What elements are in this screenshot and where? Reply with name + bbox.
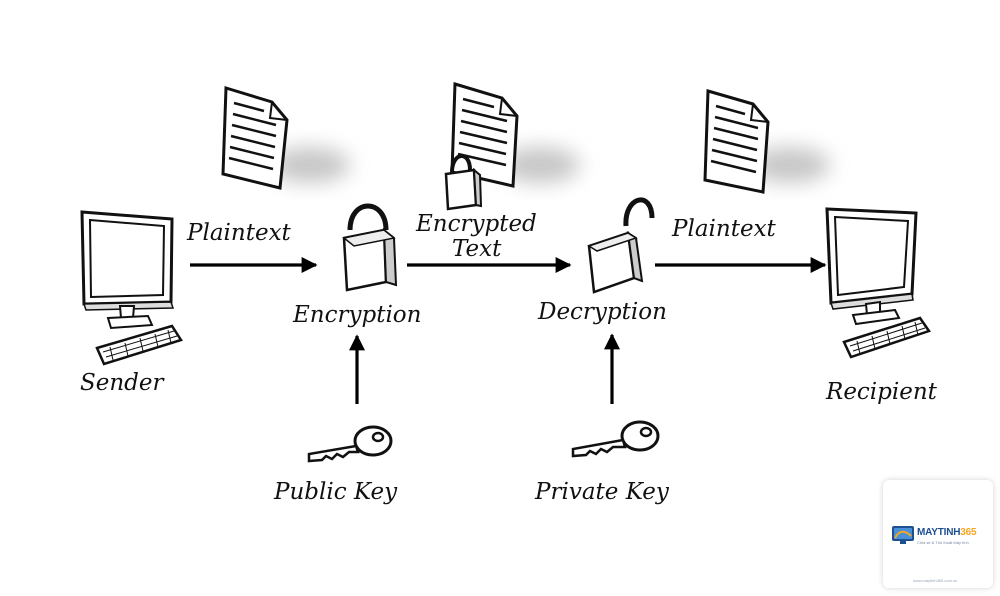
decryption-label: Decryption [537, 299, 667, 325]
monitor-logo-icon [892, 526, 914, 544]
private-key-label: Private Key [534, 479, 670, 505]
watermark-tagline: Chia sẻ & Thủ thuật Máy tính [917, 540, 969, 545]
flow-arrows [190, 257, 827, 404]
watermark-brand: MAYTINH365 [917, 527, 977, 538]
plaintext-right-label: Plaintext [671, 216, 777, 242]
encrypted-text-label-line2: Text [452, 236, 502, 262]
sender-label: Sender [80, 370, 166, 396]
decrypted-document-icon [703, 89, 830, 194]
private-key-icon [571, 420, 660, 458]
recipient-computer-icon [825, 207, 931, 359]
watermark-logo: MAYTINH365 Chia sẻ & Thủ thuật Máy tính … [883, 480, 993, 588]
encrypted-text-label-line1: Encrypted [415, 211, 537, 237]
unlocked-padlock-icon [587, 197, 655, 294]
recipient-label: Recipient [825, 379, 938, 405]
locked-padlock-icon [342, 203, 398, 292]
plaintext-document-icon [221, 85, 350, 190]
encryption-label: Encryption [292, 302, 421, 328]
small-padlock-icon [444, 154, 483, 211]
sender-computer-icon [80, 210, 183, 366]
watermark-url: www.maytinh365.com.vn [913, 578, 958, 583]
plaintext-left-label: Plaintext [186, 220, 292, 246]
public-key-icon [307, 425, 393, 463]
public-key-label: Public Key [273, 479, 398, 505]
